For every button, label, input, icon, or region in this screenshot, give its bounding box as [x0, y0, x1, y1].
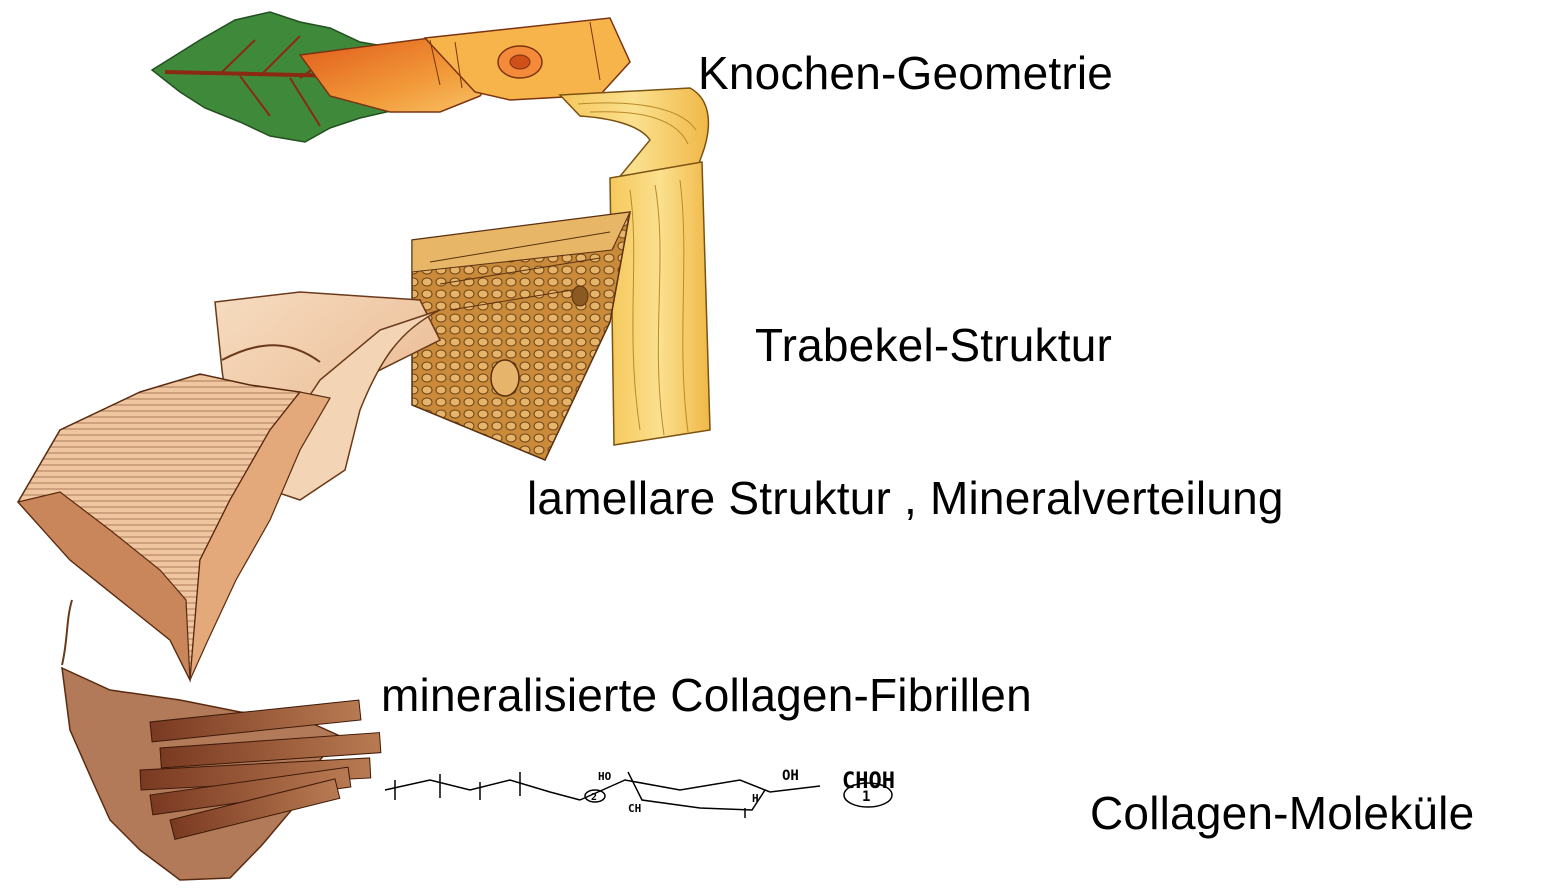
molecule-groups: OH CHOH HO H CH 1 2: [591, 768, 895, 815]
molecule-group-oh: OH: [782, 768, 799, 784]
molecule-label-2: 2: [591, 792, 597, 803]
molecule-group-ho: HO: [598, 770, 612, 783]
lamellar-block: [18, 374, 330, 680]
molecule-label-1: 1: [862, 789, 870, 805]
molecule-group-h: H: [752, 792, 759, 805]
trabecular-block: [412, 212, 630, 460]
label-collagen-molecules: Collagen-Moleküle: [1090, 790, 1474, 836]
molecule-group-ch: CH: [628, 802, 641, 815]
label-trabecular-structure: Trabekel-Struktur: [755, 322, 1112, 368]
label-mineralized-fibrils: mineralisierte Collagen-Fibrillen: [381, 672, 1032, 718]
fibril-bundle: [62, 668, 381, 880]
wood-slab: [610, 162, 710, 445]
label-lamellar-structure: lamellare Struktur , Mineralverteilung: [527, 475, 1284, 521]
fiber-strand: [62, 600, 72, 665]
label-bone-geometry: Knochen-Geometrie: [698, 50, 1113, 96]
